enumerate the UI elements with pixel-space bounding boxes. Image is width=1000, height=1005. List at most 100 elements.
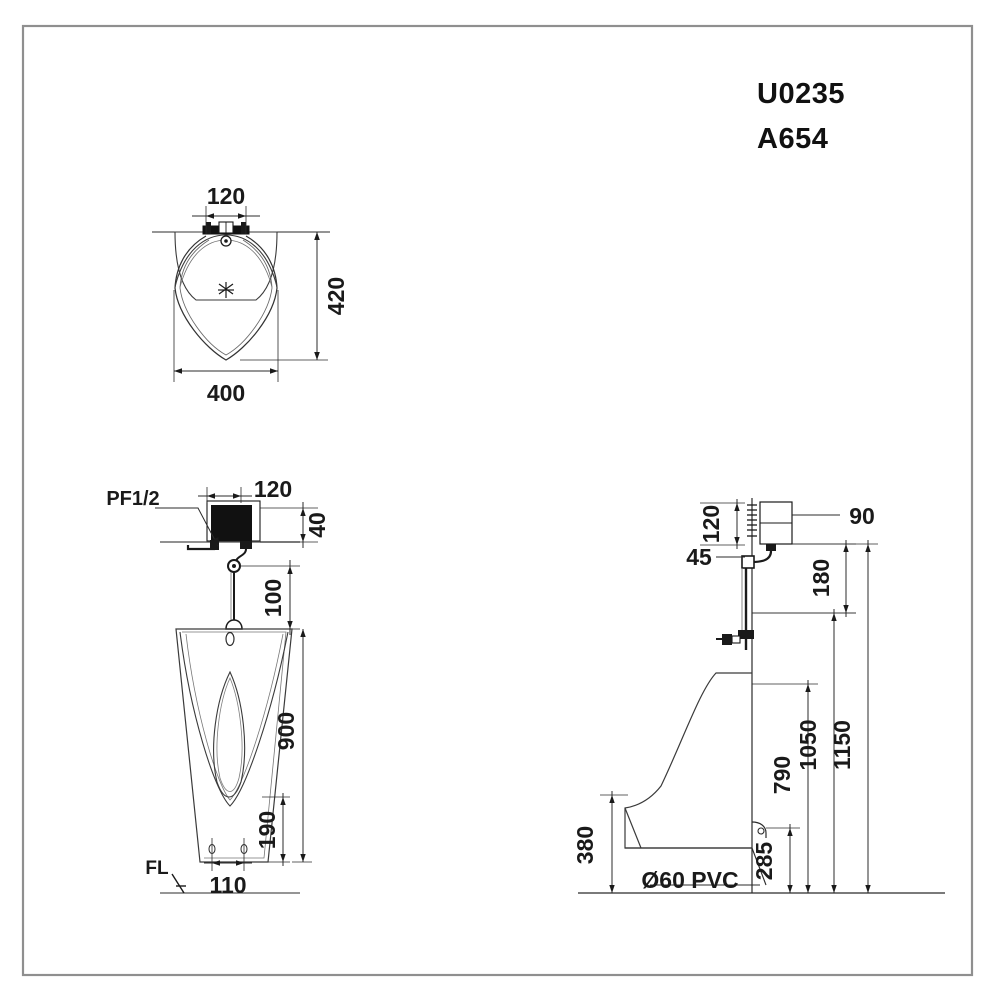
side-body-outline bbox=[624, 672, 752, 849]
arrow-right bbox=[270, 368, 278, 374]
dimension-label: 285 bbox=[751, 842, 777, 881]
arrow-right bbox=[238, 213, 246, 219]
arrow-bottom bbox=[843, 605, 849, 613]
leader-arrow bbox=[213, 537, 219, 546]
arrow-left bbox=[207, 493, 215, 499]
dimension-side-90: 90 bbox=[792, 503, 875, 529]
front-view: FL PF1/2 120 40 bbox=[106, 476, 330, 898]
top-view: 120 420 400 bbox=[152, 183, 349, 406]
arrow-top bbox=[280, 797, 286, 805]
dimension-label: 400 bbox=[207, 380, 245, 406]
front-bowl-outline bbox=[179, 631, 289, 807]
floor-level-label: FL bbox=[145, 858, 169, 879]
dimension-label: 40 bbox=[304, 512, 330, 538]
dimension-label: 120 bbox=[254, 476, 292, 502]
arrow-bottom bbox=[865, 885, 871, 893]
side-waste-pipe-edge bbox=[751, 847, 767, 886]
dimension-top-400: 400 bbox=[173, 290, 279, 406]
side-view: Ø60 PVC 120 90 45 180 bbox=[572, 498, 945, 894]
top-drain-symbol bbox=[218, 282, 234, 298]
dimension-side-45: 45 bbox=[686, 544, 745, 570]
dimension-front-110: 110 bbox=[204, 838, 252, 898]
arrow-left bbox=[212, 860, 220, 866]
front-spreader-cap bbox=[225, 619, 243, 630]
arrow-bottom bbox=[831, 885, 837, 893]
top-spreader-inner bbox=[224, 239, 228, 243]
arrow-top bbox=[865, 544, 871, 552]
dimension-label: 110 bbox=[209, 872, 246, 898]
front-body-inner-outline bbox=[182, 631, 287, 859]
dimension-label: 100 bbox=[260, 579, 286, 617]
arrow-bottom bbox=[287, 621, 293, 629]
side-waste-bore bbox=[757, 827, 765, 835]
dimension-front-900: 900 bbox=[273, 629, 312, 863]
thread-label: PF1/2 bbox=[106, 488, 159, 510]
arrow-top bbox=[831, 613, 837, 621]
dimension-front-190: 190 bbox=[254, 793, 290, 866]
dimension-label: 180 bbox=[808, 559, 834, 597]
arrow-top bbox=[805, 684, 811, 692]
arrow-top bbox=[314, 232, 320, 240]
arrow-bottom bbox=[300, 854, 306, 862]
leader-line bbox=[155, 507, 219, 547]
dimension-label: 1050 bbox=[795, 719, 821, 770]
front-outlet-fitting bbox=[240, 541, 252, 549]
waste-pipe-label: Ø60 PVC bbox=[641, 867, 738, 893]
arrow-bottom bbox=[787, 885, 793, 893]
top-bolt-right bbox=[241, 222, 246, 234]
arrow-top bbox=[787, 828, 793, 836]
top-rim-curve bbox=[174, 234, 278, 288]
arrow-bottom bbox=[280, 854, 286, 862]
model-code-text: U0235 bbox=[757, 78, 845, 110]
arrow-top bbox=[843, 544, 849, 552]
arrow-bottom bbox=[300, 534, 306, 542]
dimension-label: 90 bbox=[849, 503, 875, 529]
arrow-right bbox=[236, 860, 244, 866]
top-bolt-left bbox=[206, 222, 211, 234]
side-angle-stop bbox=[738, 630, 754, 639]
arrow-bottom bbox=[314, 352, 320, 360]
dimension-label: 120 bbox=[207, 183, 245, 209]
side-waste-outlet bbox=[751, 821, 767, 838]
top-body-inner-outline bbox=[179, 239, 273, 356]
dimension-label: 380 bbox=[572, 826, 598, 864]
arrow-top bbox=[300, 629, 306, 637]
arrow-bottom bbox=[805, 885, 811, 893]
dimension-side-380: 380 bbox=[572, 791, 628, 893]
dimension-side-1050: 1050 bbox=[752, 609, 856, 893]
top-body-outline bbox=[174, 235, 278, 361]
arrow-left bbox=[206, 213, 214, 219]
side-base-taper bbox=[624, 807, 642, 849]
front-bowl-tongue bbox=[213, 670, 246, 798]
front-bowl-tongue-inner bbox=[216, 677, 243, 792]
side-handle-assembly bbox=[716, 634, 741, 645]
side-valve-fittings bbox=[747, 504, 757, 537]
dimension-top-120: 120 bbox=[192, 183, 260, 234]
dimension-label: 1150 bbox=[829, 720, 855, 770]
variant-code-text: A654 bbox=[757, 123, 828, 155]
dimension-front-40: 40 bbox=[260, 502, 330, 548]
arrow-top bbox=[300, 508, 306, 516]
arrow-bottom bbox=[734, 537, 740, 545]
front-floor-level-symbol bbox=[171, 873, 186, 894]
sheet-border bbox=[21, 24, 974, 977]
title-block: U0235 A654 bbox=[757, 78, 845, 155]
arrow-top bbox=[287, 566, 293, 574]
dimension-side-285: 285 bbox=[751, 824, 800, 893]
dimension-label: 900 bbox=[273, 712, 299, 750]
dimension-label: 420 bbox=[323, 277, 349, 315]
dimension-label: 190 bbox=[254, 811, 280, 849]
front-inlet-fitting bbox=[210, 540, 219, 550]
top-body-upper-outline bbox=[174, 231, 278, 301]
dimension-side-790: 790 bbox=[752, 680, 818, 893]
front-overflow-hole bbox=[225, 631, 235, 647]
front-bowl-inner-outline bbox=[185, 633, 284, 801]
dimension-side-120: 120 bbox=[698, 499, 745, 549]
dimension-front-120: 120 bbox=[198, 476, 292, 503]
front-thread-leader bbox=[155, 507, 219, 547]
dimension-front-100: 100 bbox=[240, 560, 300, 635]
front-pipe-union-bore bbox=[232, 564, 236, 568]
side-pipe-union bbox=[741, 555, 755, 569]
